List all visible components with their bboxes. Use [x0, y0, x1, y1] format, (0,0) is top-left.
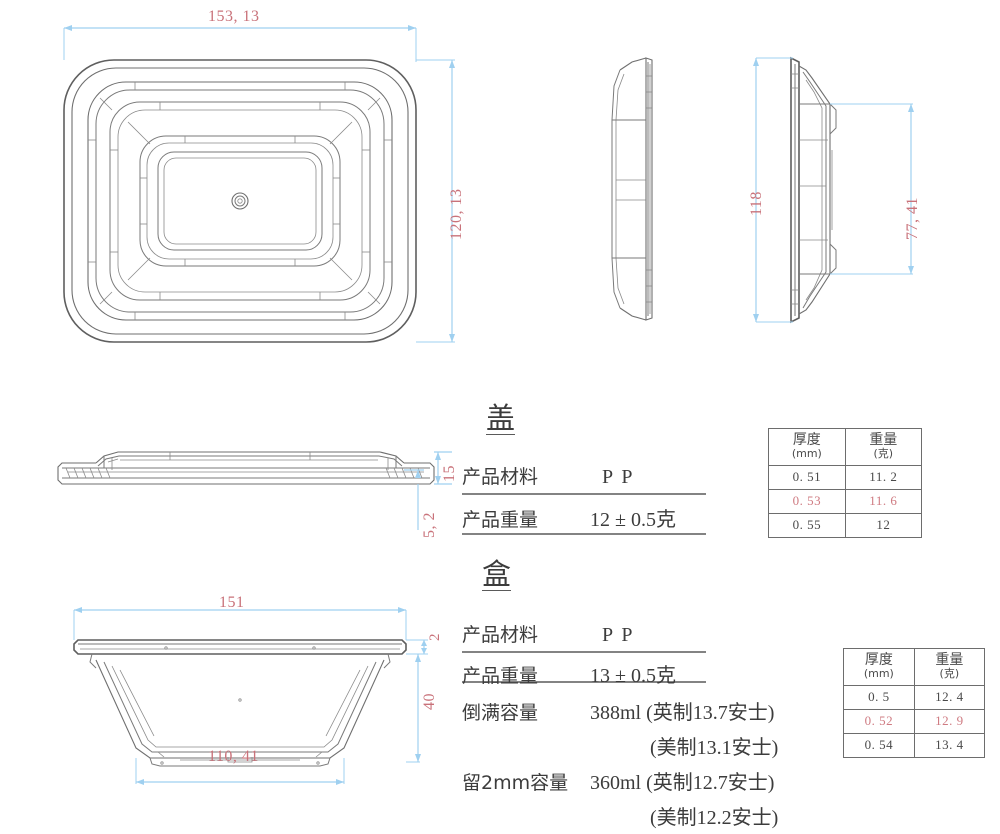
dim-box-depth: 40	[421, 693, 438, 710]
box-cross-section-geometry	[73, 639, 407, 767]
lid-thickness-cell: 0. 55	[768, 512, 846, 538]
box-table-header-thickness-unit: (mm)	[863, 667, 894, 681]
lid-table-header-thickness-cn: 厚度	[792, 432, 821, 448]
box-section-dimension-lines	[73, 607, 428, 785]
box-weight-cell: 12. 9	[913, 708, 986, 734]
box-table-header-weight-cn: 重量	[935, 652, 964, 668]
lid-spec-block: 产品材料 P P 产品重量 12 ± 0.5克	[462, 462, 676, 536]
table-row: 0. 5 12. 4	[843, 684, 986, 710]
box-thickness-cell: 0. 5	[843, 684, 915, 710]
box-full-capacity-value: 388ml (英制13.7安士)	[590, 702, 775, 724]
box-full-capacity-label: 倒满容量	[462, 702, 539, 724]
box-spec-block: 产品材料 P P 产品重量 13 ± 0.5克 倒满容量 388ml (英制13…	[462, 620, 778, 834]
box-table-header-weight: 重量 (克)	[913, 648, 986, 686]
lid-weight-cell: 11. 2	[844, 464, 923, 490]
dim-box-rim-thickness: 2	[427, 633, 443, 641]
lid-thickness-weight-table: 厚度 (mm) 重量 (克) 0. 51 11. 2 0. 53 11. 6 0…	[768, 428, 923, 538]
box-table-header-thickness-cn: 厚度	[864, 652, 893, 668]
box-weight-cell: 12. 4	[913, 684, 986, 710]
lid-table-header-weight-unit: (克)	[873, 447, 894, 461]
box-weight-cell: 13. 4	[913, 732, 986, 758]
dim-box-overall-height: 118	[748, 191, 765, 216]
lid-table-header-thickness-unit: (mm)	[791, 447, 822, 461]
box-material-label: 产品材料	[462, 624, 539, 646]
lid-cross-section-geometry	[57, 451, 435, 485]
lid-spec-row-weight: 产品重量 12 ± 0.5克	[462, 503, 676, 536]
box-2mm-capacity-value: 360ml (英制12.7安士)	[590, 772, 775, 794]
table-row: 0. 54 13. 4	[843, 732, 986, 758]
dim-lid-skirt: 5, 2	[421, 512, 438, 538]
lid-side-profile-geometry	[611, 57, 653, 321]
table-row: 0. 52 12. 9	[843, 708, 986, 734]
box-thickness-cell: 0. 54	[843, 732, 915, 758]
dim-top-view-width: 153, 13	[208, 8, 260, 25]
lid-spec-row-material: 产品材料 P P	[462, 462, 676, 495]
lid-section-dimension-lines	[404, 451, 452, 530]
box-2mm-capacity-label: 留2mm容量	[462, 772, 569, 794]
box-spec-row-weight: 产品重量 13 ± 0.5克	[462, 659, 778, 692]
box-spec-row-2mm-capacity: 留2mm容量 360ml (英制12.7安士)	[462, 766, 778, 799]
box-material-value: P P	[602, 624, 635, 646]
box-spec-row-material: 产品材料 P P	[462, 620, 778, 653]
box-side-profile-geometry	[790, 56, 837, 324]
box-spec-row-full-capacity-us: (美制13.1安士)	[462, 731, 778, 764]
dim-top-view-height: 120, 13	[448, 188, 465, 241]
dim-box-rim-width: 151	[219, 594, 245, 611]
table-row: 0. 55 12	[768, 512, 923, 538]
dim-box-inner-height: 77, 41	[904, 197, 921, 240]
box-thickness-weight-table: 厚度 (mm) 重量 (克) 0. 5 12. 4 0. 52 12. 9 0.…	[843, 648, 986, 758]
lid-table-header-thickness: 厚度 (mm)	[768, 428, 846, 466]
lid-thickness-cell: 0. 51	[768, 464, 846, 490]
lid-material-label: 产品材料	[462, 466, 539, 488]
lid-weight-cell: 11. 6	[844, 488, 923, 514]
dim-lid-height: 15	[441, 465, 458, 482]
lid-weight-cell: 12	[844, 512, 923, 538]
box-weight-label: 产品重量	[462, 665, 539, 687]
box-table-header-weight-unit: (克)	[939, 667, 960, 681]
spec-rules	[462, 493, 706, 683]
box-full-capacity-us-value: (美制13.1安士)	[650, 737, 779, 759]
lid-table-header-weight-cn: 重量	[869, 432, 898, 448]
top-view-dimension-lines	[63, 25, 455, 343]
table-row: 0. 53 11. 6	[768, 488, 923, 514]
lid-table-header-weight: 重量 (克)	[844, 428, 923, 466]
dim-box-base-width: 110, 41	[208, 748, 259, 765]
box-table-header-thickness: 厚度 (mm)	[843, 648, 915, 686]
lid-weight-value: 12 ± 0.5克	[590, 509, 676, 531]
table-header-row: 厚度 (mm) 重量 (克)	[768, 428, 923, 466]
lid-thickness-cell: 0. 53	[768, 488, 846, 514]
box-2mm-capacity-us-value: (美制12.2安士)	[650, 807, 779, 829]
box-spec-row-full-capacity: 倒满容量 388ml (英制13.7安士)	[462, 696, 778, 729]
top-view-geometry	[63, 59, 417, 343]
lid-weight-label: 产品重量	[462, 509, 539, 531]
box-thickness-cell: 0. 52	[843, 708, 915, 734]
box-spec-row-2mm-capacity-us: (美制12.2安士)	[462, 801, 778, 834]
table-header-row: 厚度 (mm) 重量 (克)	[843, 648, 986, 686]
box-weight-value: 13 ± 0.5克	[590, 665, 676, 687]
box-section-title: 盒	[482, 557, 512, 591]
lid-section-title: 盖	[486, 401, 516, 435]
box-side-dimension-lines	[753, 57, 914, 323]
lid-material-value: P P	[602, 466, 635, 488]
table-row: 0. 51 11. 2	[768, 464, 923, 490]
